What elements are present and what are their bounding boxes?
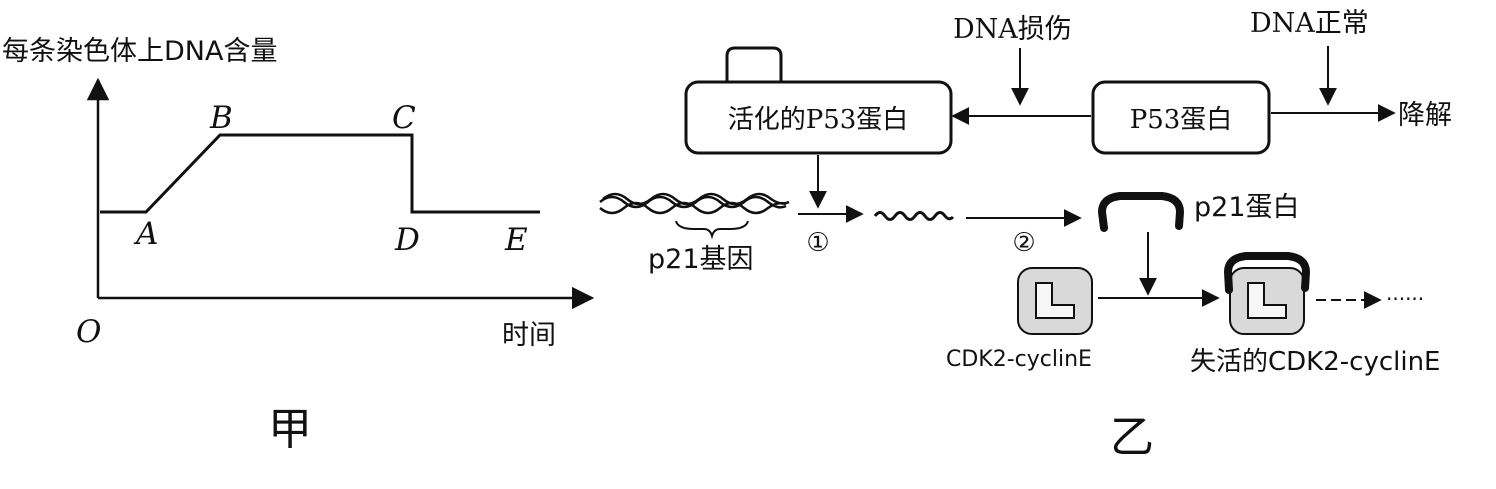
yi-caption: 乙 [1110, 412, 1154, 463]
jia-y-axis-label: 每条染色体上DNA含量 [2, 36, 277, 67]
panel-jia: 每条染色体上DNA含量 O A B C D E 时间 甲 [2, 36, 595, 455]
jia-dna-content-line [100, 133, 540, 214]
continuation-dots: ······ [1386, 287, 1424, 311]
jia-point-e-label: E [504, 222, 528, 258]
dna-normal-label: DNA正常 [1250, 8, 1369, 39]
p21-protein-label: p21蛋白 [1194, 192, 1300, 223]
activated-p53-label: 活化的P53蛋白 [728, 105, 909, 135]
inactive-cdk2-cyclin-label: 失活的CDK2-cyclinE [1190, 347, 1440, 377]
step-1-label: ① [806, 228, 829, 258]
inactive-cdk2-cyclin-icon [1223, 252, 1311, 335]
jia-point-c-label: C [392, 100, 416, 136]
p21-protein-shape [1097, 192, 1185, 232]
cdk2-cyclin-complex-icon [1017, 267, 1093, 335]
jia-caption: 甲 [268, 404, 312, 455]
p21-gene-label: p21基因 [648, 244, 754, 275]
activated-p53-box [684, 80, 953, 155]
jia-point-a-label: A [133, 216, 158, 252]
step-2-label: ② [1012, 228, 1035, 258]
jia-origin-label: O [76, 314, 101, 350]
p53-box [1091, 80, 1271, 155]
dna-damage-label: DNA损伤 [953, 14, 1072, 45]
gene-brace [675, 220, 749, 240]
cdk2-cyclin-label: CDK2-cyclinE [946, 347, 1092, 372]
jia-x-axis-label: 时间 [502, 320, 556, 351]
activated-p53-tab [725, 46, 783, 82]
panel-yi: DNA损伤 DNA正常 活化的P53蛋白 P53蛋白 降解 p21基因 ① [599, 8, 1452, 463]
jia-point-b-label: B [209, 100, 233, 136]
jia-point-d-label: D [394, 222, 420, 258]
p53-label: P53蛋白 [1130, 105, 1233, 135]
p21-gene-dna-helix [599, 192, 790, 215]
mrna-strand [873, 211, 955, 221]
degrade-label: 降解 [1398, 100, 1452, 131]
